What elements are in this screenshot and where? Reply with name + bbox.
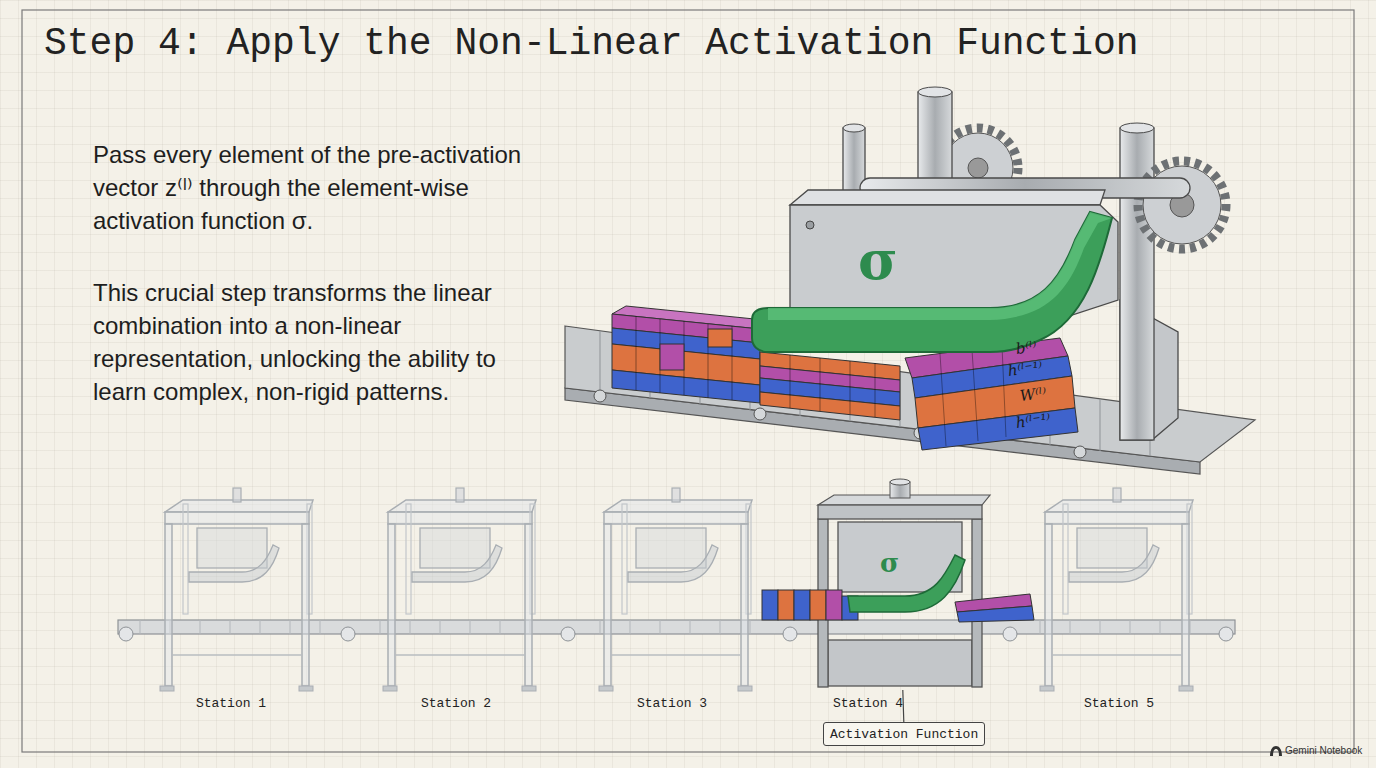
column-cap (918, 87, 952, 97)
block-cell (794, 590, 810, 620)
conveyor-rollers (140, 620, 1190, 634)
conveyor-wheel (1003, 627, 1017, 641)
roller-end (1074, 446, 1086, 458)
block-cell (826, 590, 842, 620)
compressed-blocks (760, 352, 900, 420)
block-seams (940, 346, 1006, 446)
sigma-symbol: σ (880, 548, 899, 579)
station-head (848, 555, 965, 612)
active-station (762, 479, 1034, 687)
input-blocks (612, 306, 774, 403)
block-cell (810, 590, 826, 620)
press-machine (752, 87, 1226, 440)
body-text: This crucial step transforms the linear … (93, 276, 533, 408)
activation-head (752, 212, 1112, 352)
bolt (806, 221, 814, 229)
sigma-symbol: σ (858, 228, 898, 293)
ghost-station (599, 488, 752, 691)
station-frame: Station 1 (161, 500, 313, 690)
block-cell (762, 590, 778, 620)
output-blocks (905, 338, 1078, 450)
station-label: Station 5 (1084, 696, 1154, 711)
block-band (760, 392, 900, 420)
body-text: Pass every element of the pre-activation… (93, 138, 548, 237)
station-top (818, 505, 982, 519)
station-base (828, 640, 972, 686)
spindle-cap (890, 479, 910, 485)
gear-hub (968, 158, 988, 178)
gear-teeth (1138, 161, 1226, 249)
conveyor-belt (118, 620, 1235, 634)
block-cell (660, 344, 684, 370)
station-label: Station 4 (833, 696, 903, 711)
block-band (612, 370, 760, 403)
box-label: Activation Function (830, 727, 978, 742)
head-highlight (768, 212, 1112, 320)
conveyor-wheel (1219, 627, 1233, 641)
block-cell (778, 590, 794, 620)
station-frame: Station 4 (824, 500, 976, 690)
station-label: Station 1 (196, 696, 266, 711)
conveyor-wheel (561, 627, 575, 641)
label-box: Activation Function (823, 722, 985, 746)
block-label: W⁽ˡ⁾ (1019, 384, 1047, 405)
block-seams (636, 316, 732, 400)
brand-icon (1270, 746, 1282, 756)
line-conveyor (118, 620, 1235, 641)
conveyor-wheel (119, 627, 133, 641)
block-seams (790, 355, 875, 417)
brand-mark (1270, 746, 1282, 756)
roller-end (594, 390, 606, 402)
block-slab (957, 606, 1034, 622)
conveyor-wheel (783, 627, 797, 641)
station-label: Station 2 (421, 696, 491, 711)
ghost-station (160, 488, 313, 691)
block-slab (918, 408, 1078, 450)
rod-cap (843, 124, 865, 132)
block-label: b⁽ˡ⁾ (1015, 338, 1038, 358)
watermark: Gemini Notebook (1285, 745, 1362, 757)
housing-top (790, 190, 1105, 205)
station-label: Station 3 (637, 696, 707, 711)
page-frame (22, 10, 1354, 752)
title-heading: Step 4: Apply the Non-Linear Activation … (44, 22, 1139, 65)
block-cell (708, 329, 732, 347)
ghost-station (1040, 488, 1193, 691)
station-frame: Station 5 (1041, 500, 1193, 690)
pillar-cap (1120, 123, 1154, 133)
roller-end (754, 408, 766, 420)
conveyor-wheel (341, 627, 355, 641)
ghost-station (383, 488, 536, 691)
station-frame: Station 3 (600, 500, 752, 690)
station-frame: Station 2 (384, 500, 536, 690)
